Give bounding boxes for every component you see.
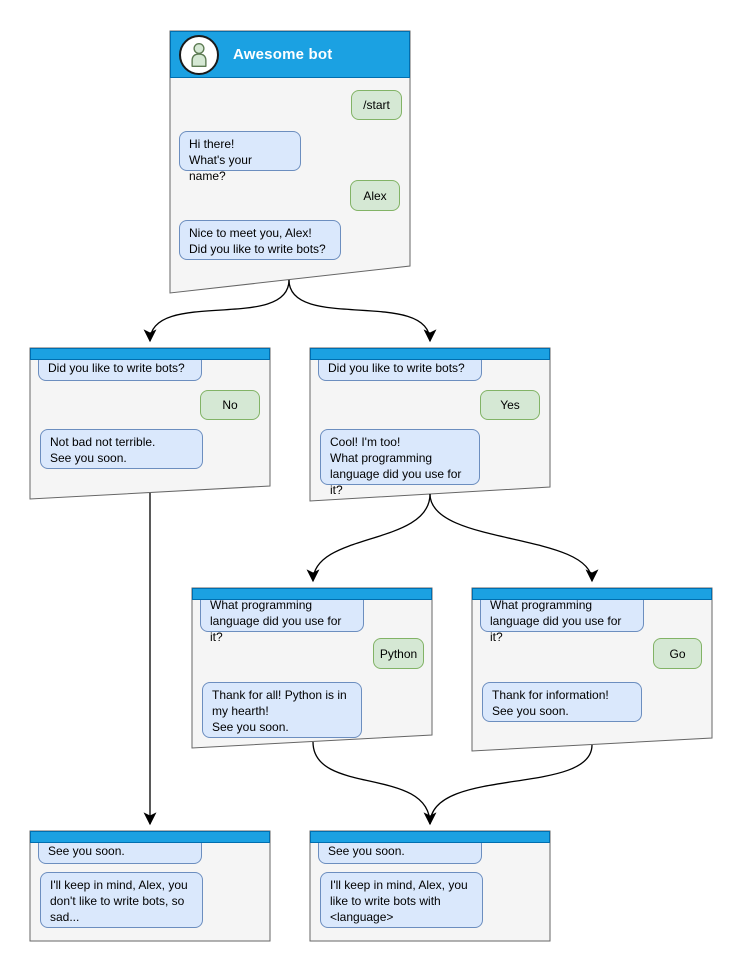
- arrow-go-to-end-yes: [429, 744, 593, 825]
- arrow-main-to-yes: [288, 279, 437, 343]
- user-message-bubble: Alex: [350, 180, 400, 211]
- person-icon: [191, 42, 207, 67]
- user-message-bubble: /start: [351, 90, 402, 120]
- bot-message-bubble: Not bad not terrible. See you soon.: [40, 429, 203, 469]
- user-message-bubble: Python: [373, 638, 424, 669]
- user-message-bubble: No: [200, 390, 260, 420]
- bot-message-bubble: Cool! I'm too! What programming language…: [320, 429, 480, 497]
- avatar: [179, 35, 219, 75]
- bot-message-bubble: Nice to meet you, Alex! Did you like to …: [179, 220, 341, 260]
- bot-message-bubble: I'll keep in mind, Alex, you don't like …: [40, 872, 203, 928]
- header-strip-end-yes: [310, 831, 550, 843]
- arrow-python-to-end-yes: [312, 741, 437, 826]
- window-title: Awesome bot: [233, 46, 333, 63]
- header-strip-branch-yes: [310, 348, 550, 360]
- arrow-main-to-no: [143, 279, 290, 343]
- arrow-yes-to-go: [429, 493, 599, 583]
- bot-message-bubble: Hi there! What's your name?: [179, 131, 301, 183]
- user-message-bubble: Go: [653, 638, 702, 669]
- header-strip-branch-no: [30, 348, 270, 360]
- bot-message-bubble: Thank for information! See you soon.: [482, 682, 642, 722]
- header-strip-branch-python: [192, 588, 432, 600]
- user-message-bubble: Yes: [480, 390, 540, 420]
- header-strip-end-no: [30, 831, 270, 843]
- bot-message-bubble: Thank for all! Python is in my hearth! S…: [202, 682, 362, 738]
- main-window-header: Awesome bot: [170, 31, 410, 78]
- header-strip-branch-go: [472, 588, 712, 600]
- arrow-yes-to-python: [306, 493, 431, 583]
- bot-message-bubble: I'll keep in mind, Alex, you like to wri…: [320, 872, 483, 928]
